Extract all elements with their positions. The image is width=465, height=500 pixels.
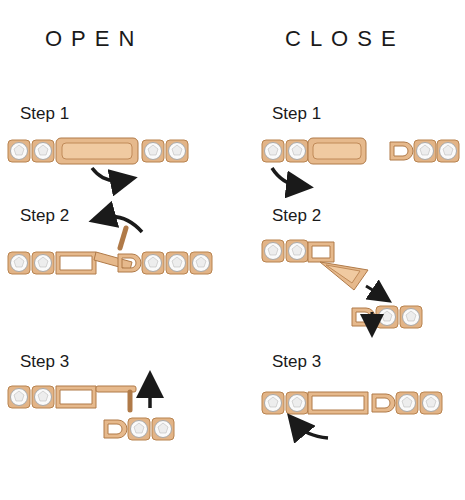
open-step3 xyxy=(8,384,174,440)
close-step2 xyxy=(262,240,422,328)
step-label: Step 3 xyxy=(272,352,321,372)
step-label: Step 2 xyxy=(20,206,69,226)
step-label: Step 1 xyxy=(20,104,69,124)
column-heading: CLOSE xyxy=(285,26,405,52)
step-label: Step 1 xyxy=(272,104,321,124)
column-heading: OPEN xyxy=(45,26,143,52)
step-label: Step 3 xyxy=(20,352,69,372)
close-step3 xyxy=(262,392,442,438)
step-label: Step 2 xyxy=(272,206,321,226)
close-step1 xyxy=(262,138,459,186)
open-step2 xyxy=(8,217,212,274)
open-step1 xyxy=(8,138,188,181)
